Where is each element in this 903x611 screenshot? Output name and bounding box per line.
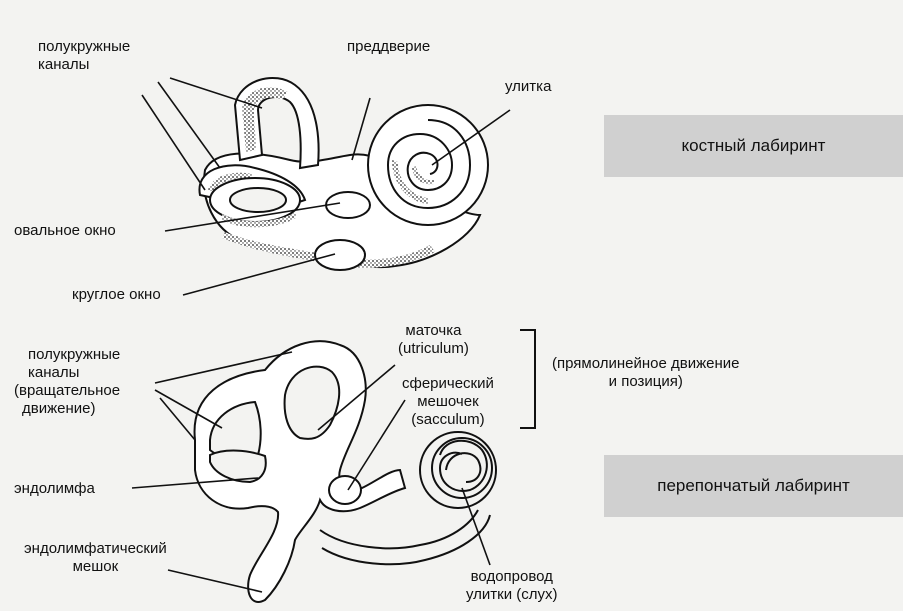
label-line: (utriculum) xyxy=(398,340,469,358)
label-line: улитки (слух) xyxy=(466,586,558,604)
label-line: движение) xyxy=(22,400,120,418)
label-line: (sacculum) xyxy=(402,411,494,429)
label-cochlea: улитка xyxy=(505,78,551,96)
label-membranous-semicircular-canals: полукружные каналы (вращательное движени… xyxy=(28,346,120,418)
mem-coil-4 xyxy=(446,453,480,482)
label-utricle: маточка (utriculum) xyxy=(398,322,469,358)
label-line: мешочек xyxy=(402,393,494,411)
banner-bony-labyrinth: костный лабиринт xyxy=(604,115,903,177)
label-line: маточка xyxy=(398,322,469,340)
banner-membranous-labyrinth: перепончатый лабиринт xyxy=(604,455,903,517)
bracket xyxy=(520,330,535,428)
label-round-window: круглое окно xyxy=(72,286,161,304)
label-line: мешок xyxy=(24,558,167,576)
bony-superior-canal-stipple xyxy=(242,87,288,152)
label-linear-motion-note: (прямолинейное движение и позиция) xyxy=(552,355,740,391)
label-line: эндолимфатический xyxy=(24,540,167,558)
bony-round-window xyxy=(315,240,365,270)
bony-labyrinth-drawing xyxy=(199,78,488,270)
label-line: (прямолинейное движение xyxy=(552,355,740,373)
label-cochlear-duct: водопровод улитки (слух) xyxy=(466,568,558,604)
label-saccule: сферический мешочек (sacculum) xyxy=(402,375,494,429)
label-line: водопровод xyxy=(466,568,558,586)
label-bony-semicircular-canals: полукружные каналы xyxy=(38,38,130,74)
bony-oval-window xyxy=(326,192,370,218)
label-line: каналы xyxy=(38,56,130,74)
mem-cochlear-duct-2 xyxy=(322,515,490,564)
label-oval-window: овальное окно xyxy=(14,222,116,240)
label-line: каналы xyxy=(28,364,120,382)
label-endolymphatic-sac: эндолимфатический мешок xyxy=(24,540,167,576)
label-line: полукружные xyxy=(28,346,120,364)
label-line: и позиция) xyxy=(552,373,740,391)
label-line: полукружные xyxy=(38,38,130,56)
label-vestibule: преддверие xyxy=(347,38,430,56)
label-endolymph: эндолимфа xyxy=(14,480,95,498)
membranous-labyrinth-drawing xyxy=(195,330,535,602)
label-line: (вращательное xyxy=(14,382,120,400)
mem-cochlear-duct xyxy=(320,510,478,548)
mem-saccule xyxy=(329,476,361,504)
bony-lateral-canal-inner xyxy=(230,188,286,212)
label-line: сферический xyxy=(402,375,494,393)
